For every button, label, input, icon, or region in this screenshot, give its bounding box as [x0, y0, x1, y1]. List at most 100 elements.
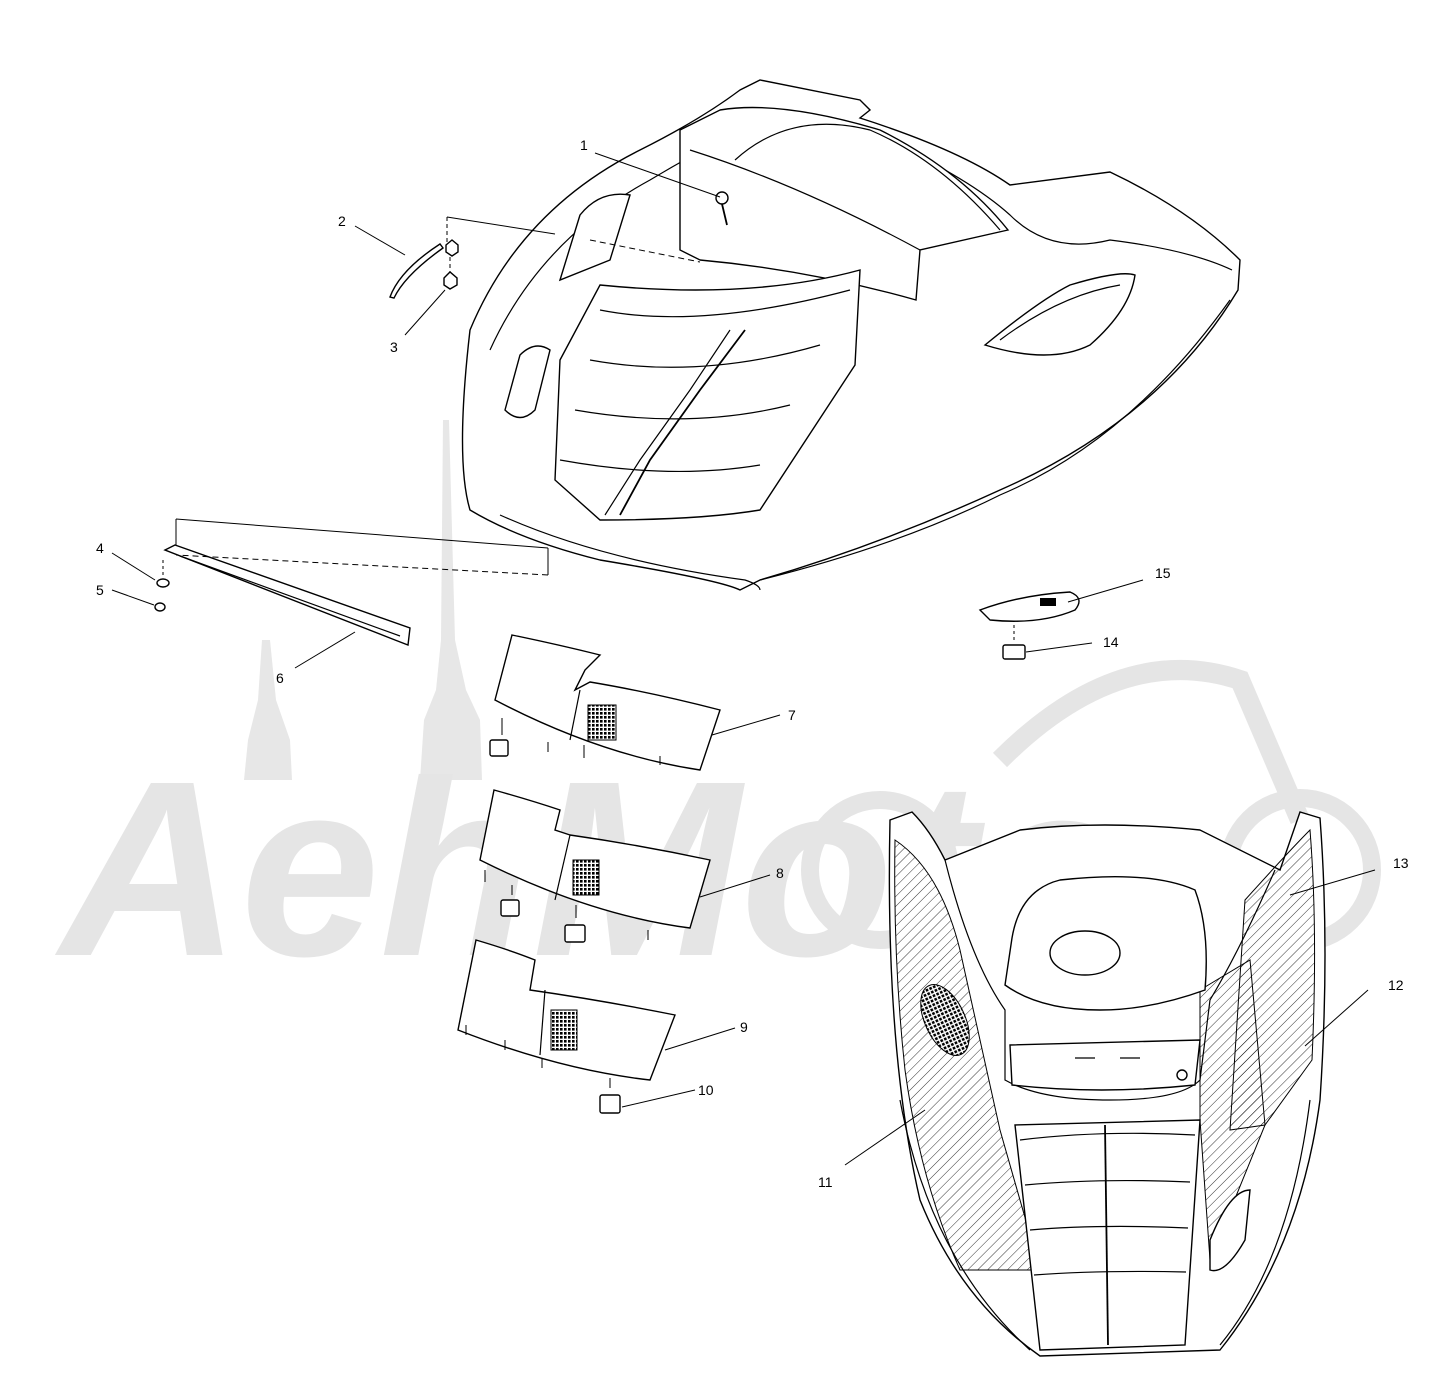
louver-grille — [554, 269, 861, 521]
louver-center-rib — [619, 329, 746, 516]
callout-7: 7 — [788, 707, 796, 723]
right-side-vent — [983, 273, 1136, 356]
u-louver-3 — [1029, 1225, 1189, 1231]
callout-1: 1 — [580, 137, 588, 153]
fastener-icon — [1176, 1069, 1188, 1081]
leader-5 — [111, 589, 155, 606]
u-left-rim — [899, 1099, 1031, 1351]
insulation-panel-8 — [479, 789, 711, 929]
decal-badge — [1040, 598, 1056, 606]
windshield-top-edge — [689, 149, 921, 251]
assembly-line-4 — [589, 239, 701, 263]
clip-icon-5 — [1002, 644, 1026, 660]
callout-5: 5 — [96, 582, 104, 598]
assembly-line-8 — [175, 554, 549, 576]
windshield — [679, 106, 1010, 301]
insulation-panel-7 — [494, 634, 721, 771]
callout-10: 10 — [698, 1082, 714, 1098]
vent-grid-3 — [550, 1009, 578, 1051]
clip-icon — [489, 739, 509, 757]
vent-grid-2 — [572, 859, 600, 896]
bolt-icon — [715, 191, 729, 205]
nut-icon-2 — [443, 271, 458, 290]
bolt-shaft — [721, 203, 728, 226]
washer-icon — [156, 578, 170, 588]
hood-right-edge — [759, 299, 1231, 581]
callout-2: 2 — [338, 213, 346, 229]
decal-group — [978, 591, 1080, 660]
headlight-icon — [1049, 930, 1121, 976]
u-louver-2 — [1024, 1179, 1191, 1186]
panel-8 — [479, 789, 711, 943]
assembly-line-2 — [446, 216, 556, 235]
trim-strip-group — [389, 216, 701, 299]
callout-8: 8 — [776, 865, 784, 881]
watermark-tower — [244, 640, 292, 780]
watermark-spire — [420, 420, 482, 780]
hatched-region-13 — [1199, 959, 1266, 1261]
nut-icon-3 — [154, 602, 166, 612]
lower-trim-group — [154, 518, 549, 646]
u-center-rib — [1104, 1124, 1109, 1346]
callout-13: 13 — [1393, 855, 1409, 871]
panel-7-crease — [569, 689, 581, 741]
hood-bottom-edge — [499, 514, 761, 591]
louver-2 — [589, 344, 821, 368]
underside-inner-channel — [944, 859, 1276, 1101]
u-side-vent — [1209, 1189, 1251, 1272]
watermark-frame — [992, 660, 1310, 824]
hood-underside — [888, 811, 1326, 1357]
callout-12: 12 — [1388, 977, 1404, 993]
leader-3 — [404, 289, 446, 336]
louver-center-rib-2 — [604, 329, 731, 516]
leader-6 — [294, 631, 356, 669]
leader-10 — [621, 1089, 696, 1108]
vent-grid — [587, 704, 617, 741]
leader-14 — [1025, 642, 1093, 653]
u-louver-4 — [1033, 1270, 1187, 1276]
panel-7 — [489, 634, 721, 771]
u-louver-1 — [1019, 1132, 1196, 1141]
underside-louver-area — [1014, 1119, 1201, 1351]
leader-9 — [664, 1027, 736, 1051]
clip-icon-3 — [564, 924, 586, 943]
underside-crossbar — [1009, 1039, 1201, 1091]
clip-icon-2 — [500, 899, 520, 917]
lower-trim-inner — [179, 555, 401, 637]
hood-assembly — [461, 79, 1241, 591]
leader-15 — [1067, 579, 1144, 603]
trim-strip — [389, 243, 444, 299]
nut-icon — [445, 239, 459, 257]
right-vent-inner — [999, 284, 1121, 341]
assembly-line-6 — [175, 518, 549, 549]
oval-vent — [920, 984, 970, 1056]
leader-12 — [1304, 989, 1369, 1047]
panel-9-crease — [539, 989, 546, 1056]
u-right-rim — [1219, 1099, 1311, 1346]
leader-11 — [844, 1109, 926, 1166]
panel-9 — [457, 939, 676, 1114]
callout-9: 9 — [740, 1019, 748, 1035]
clip-icon-4 — [599, 1094, 621, 1114]
louver-4 — [559, 459, 761, 472]
windshield-opening — [734, 123, 1001, 231]
callout-15: 15 — [1155, 565, 1171, 581]
left-lower-vent — [504, 345, 551, 419]
panel-8-crease — [554, 834, 571, 901]
callout-3: 3 — [390, 339, 398, 355]
decal-plate — [978, 591, 1080, 622]
callout-labels: 1 2 3 4 5 6 7 8 9 10 11 12 13 14 15 — [96, 137, 1409, 1190]
leader-1 — [594, 152, 721, 198]
leader-2 — [354, 225, 406, 256]
callout-11: 11 — [818, 1174, 833, 1190]
callout-6: 6 — [276, 670, 284, 686]
leader-4 — [111, 552, 156, 581]
leader-13 — [1289, 869, 1376, 896]
hatched-region-11 — [894, 839, 1041, 1271]
leader-7 — [711, 714, 781, 736]
leader-lines — [111, 152, 1376, 1166]
callout-4: 4 — [96, 540, 104, 556]
callout-14: 14 — [1103, 634, 1119, 650]
